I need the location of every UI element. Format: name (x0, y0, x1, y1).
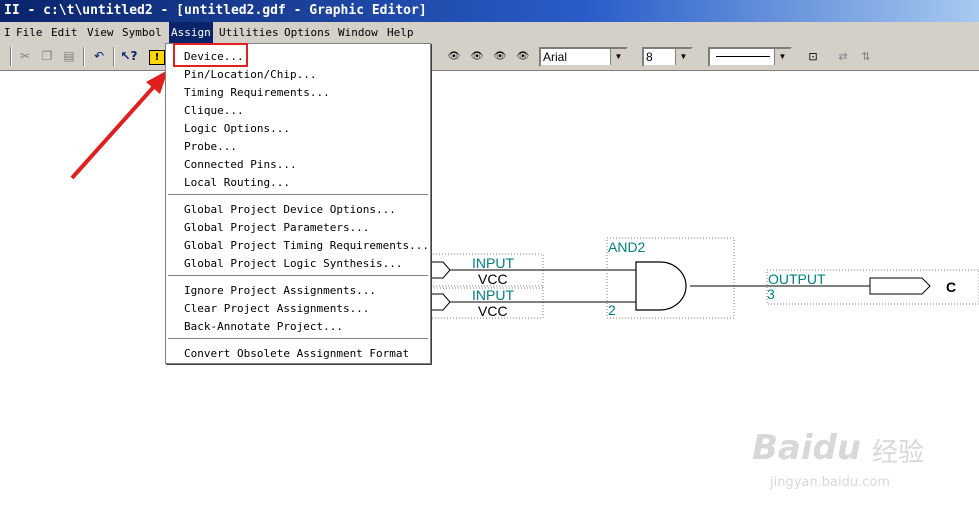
toolbar-separator (83, 47, 85, 66)
flip-vertical-icon[interactable]: ⇅ (861, 50, 871, 63)
output-pin-name: C (946, 279, 957, 295)
menu-item-ignore-assignments[interactable]: Ignore Project Assignments... (184, 284, 377, 297)
menu-item-global-logic-synthesis[interactable]: Global Project Logic Synthesis... (184, 257, 403, 270)
watermark-cn: 经验 (872, 438, 925, 468)
gate-label: AND2 (608, 239, 646, 255)
menu-separator (168, 338, 428, 340)
menu-item-global-timing-requirements[interactable]: Global Project Timing Requirements... (184, 239, 430, 252)
menu-window[interactable]: Window (338, 26, 378, 39)
output-label: OUTPUT (768, 271, 826, 287)
and-gate-shape[interactable] (635, 261, 687, 311)
undo-icon[interactable]: ↶ (93, 49, 105, 63)
eye-pin-icon[interactable]: 👁 (516, 51, 530, 62)
toolbar-separator (113, 47, 115, 66)
menu-item-timing-requirements[interactable]: Timing Requirements... (184, 86, 330, 99)
gate-number: 2 (608, 302, 616, 318)
menu-item-global-parameters[interactable]: Global Project Parameters... (184, 221, 370, 234)
menu-utilities[interactable]: Utilities (219, 26, 279, 39)
line-style-preview (716, 56, 770, 57)
paste-icon[interactable]: ▤ (63, 49, 75, 63)
input-1-value: VCC (478, 271, 508, 287)
menu-view[interactable]: View (87, 26, 114, 39)
cut-icon[interactable]: ✂ (19, 49, 31, 63)
menu-help[interactable]: Help (387, 26, 414, 39)
menu-item-global-device-options[interactable]: Global Project Device Options... (184, 203, 396, 216)
font-select-value: Arial (543, 50, 568, 64)
menu-symbol[interactable]: Symbol (122, 26, 162, 39)
warning-icon[interactable]: ! (146, 46, 168, 67)
eye-a-icon[interactable]: 👁 (447, 51, 461, 62)
menu-separator (168, 194, 428, 196)
window-title: II - c:\t\untitled2 - [untitled2.gdf - G… (0, 0, 979, 22)
chevron-down-icon[interactable]: ▼ (675, 49, 691, 65)
watermark-url: jingyan.baidu.com (770, 475, 890, 490)
size-select[interactable]: 8 ▼ (642, 47, 693, 67)
output-pin-frame (766, 269, 979, 305)
toolbar-separator (10, 47, 12, 66)
menu-item-logic-options[interactable]: Logic Options... (184, 122, 290, 135)
output-number: 3 (767, 286, 775, 302)
input-pin-2-shape[interactable] (432, 293, 451, 311)
menu-item-clear-assignments[interactable]: Clear Project Assignments... (184, 302, 370, 315)
menu-separator (168, 275, 428, 277)
eye-node-icon[interactable]: 👁 (493, 51, 507, 62)
input-pin-1-shape[interactable] (432, 261, 451, 279)
watermark-brand: Baidu (752, 428, 862, 468)
assign-menu-dropdown: Device... Pin/Location/Chip... Timing Re… (165, 43, 431, 364)
schematic-canvas[interactable] (0, 71, 979, 514)
menu-item-back-annotate[interactable]: Back-Annotate Project... (184, 320, 343, 333)
size-select-value: 8 (646, 50, 653, 64)
menu-item-local-routing[interactable]: Local Routing... (184, 176, 290, 189)
menu-file[interactable]: File (16, 26, 43, 39)
menu-item-device[interactable]: Device... (184, 50, 244, 63)
line-style-select[interactable]: ▼ (708, 47, 792, 67)
menu-item-convert-obsolete[interactable]: Convert Obsolete Assignment Format (184, 347, 410, 360)
input-2-label: INPUT (472, 287, 514, 303)
output-pin-shape[interactable] (869, 277, 931, 295)
input-2-value: VCC (478, 303, 508, 319)
menu-item-clique[interactable]: Clique... (184, 104, 244, 117)
input-1-label: INPUT (472, 255, 514, 271)
and-gate-frame (606, 237, 735, 319)
menu-item-pin-location-chip[interactable]: Pin/Location/Chip... (184, 68, 317, 81)
copy-icon[interactable]: ❐ (41, 49, 53, 63)
flip-horizontal-icon[interactable]: ⇄ (838, 50, 848, 63)
chevron-down-icon[interactable]: ▼ (610, 49, 626, 65)
menu-edit[interactable]: Edit (51, 26, 78, 39)
eye-ba-icon[interactable]: 👁 (470, 51, 484, 62)
rubberband-icon[interactable]: ⊡ (808, 50, 818, 63)
menu-item-connected-pins[interactable]: Connected Pins... (184, 158, 297, 171)
annotation-arrow-line (70, 80, 160, 180)
menu-options[interactable]: Options (284, 26, 331, 39)
highlight-box (173, 43, 248, 67)
font-select[interactable]: Arial ▼ (539, 47, 628, 67)
annotation-arrow-head (146, 70, 168, 94)
menu-item-probe[interactable]: Probe... (184, 140, 237, 153)
menu-assign[interactable]: Assign (169, 22, 213, 43)
system-menu-stub[interactable]: I (4, 26, 11, 39)
toolbar: ✂ ❐ ▤ ↶ ↖? ! 👁 👁 👁 👁 Arial ▼ 8 ▼ ▼ ⊡ ⇄ ⇅ (0, 43, 979, 71)
chevron-down-icon[interactable]: ▼ (774, 49, 790, 65)
help-pointer-icon[interactable]: ↖? (120, 49, 138, 63)
